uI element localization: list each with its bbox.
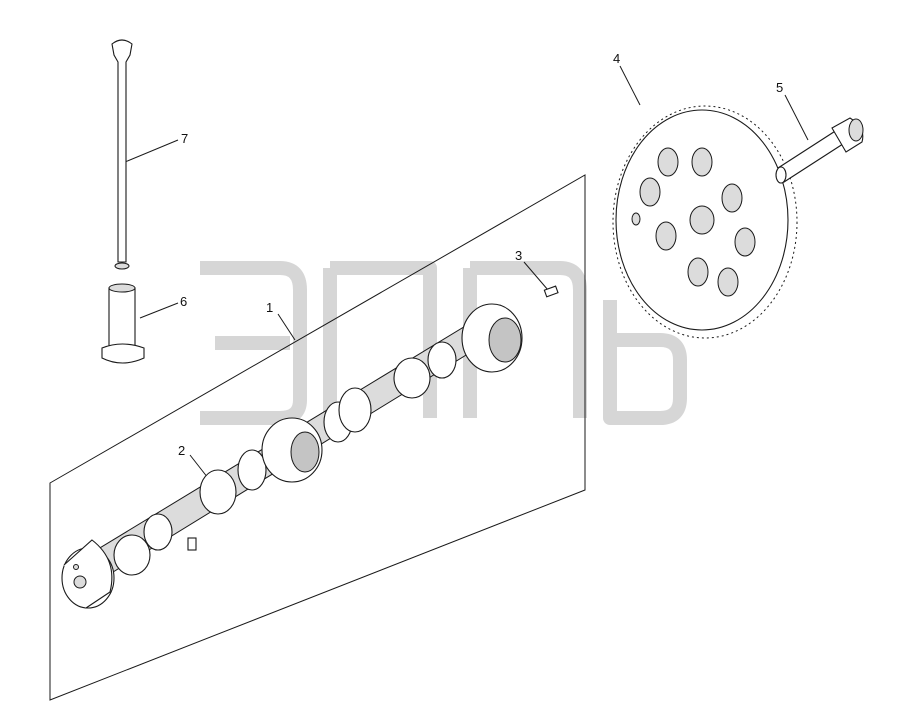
callout-4: 4 [613,51,620,66]
callout-7: 7 [181,131,188,146]
part-2-camshaft [61,303,523,609]
camshaft-frame [49,174,586,701]
callout-5: 5 [776,80,783,95]
callout-2: 2 [178,443,185,458]
leader-lines [124,65,809,479]
part-7-push-rod [111,39,133,270]
callout-3: 3 [515,248,522,263]
part-5-bolt [775,117,864,184]
callout-1: 1 [266,300,273,315]
callout-6: 6 [180,294,187,309]
part-6-tappet [101,283,145,364]
callouts: 1 2 3 4 5 6 7 [178,51,783,458]
part-4-cam-gear [612,105,798,339]
part-3-pin [543,285,559,298]
